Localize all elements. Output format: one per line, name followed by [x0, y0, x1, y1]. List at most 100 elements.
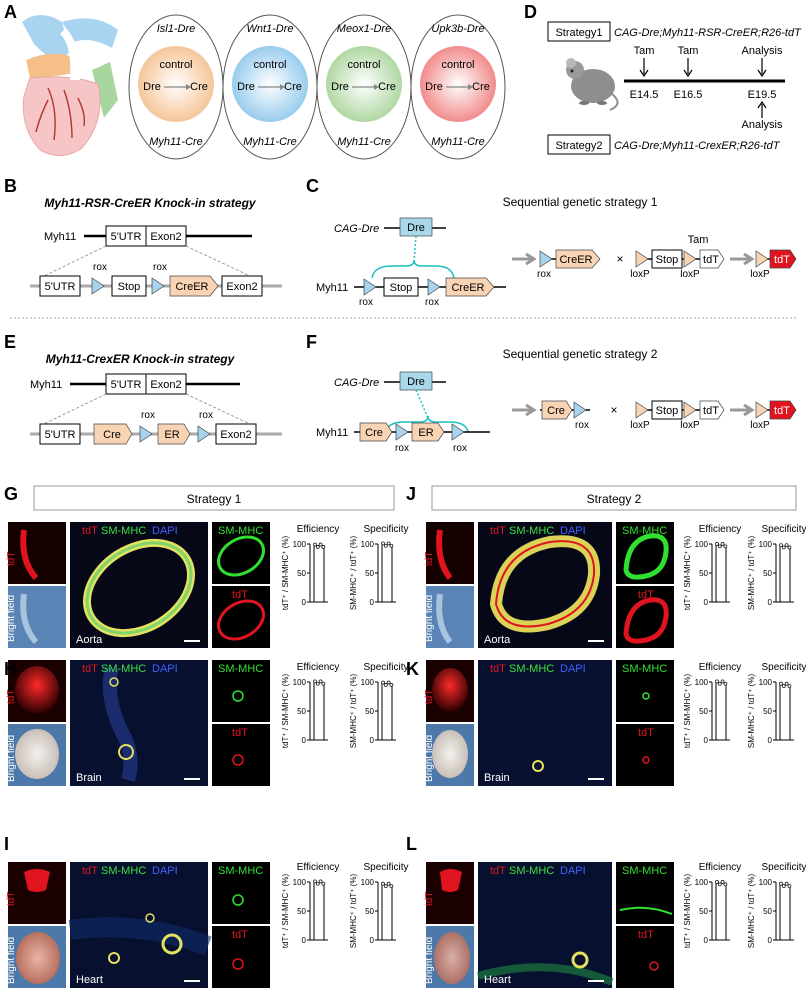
f-er-box: [411, 422, 445, 442]
e-cre-box: [93, 423, 133, 445]
dre-cre-circle-1: Isl1-Dre control Dre Cre Myh11-Cre: [128, 14, 224, 160]
circle-4-dre: Dre: [425, 81, 443, 93]
chart-y-tick-label: 0: [370, 736, 375, 745]
strategy2-genotype: CAG-Dre;Myh11-CrexER;R26-tdT: [614, 140, 781, 152]
circle-4-top-label: Upk3b-Dre: [431, 23, 484, 35]
c-myh11-label: Myh11: [316, 282, 348, 294]
chart-y-tick-label: 50: [699, 907, 708, 916]
c-tam-label: Tam: [688, 234, 709, 246]
chart-data-point: [723, 882, 728, 887]
chart-title: Specificity: [761, 862, 806, 873]
circle-4-bottom-label: Myh11-Cre: [431, 136, 485, 148]
b-title: Myh11-RSR-CreER Knock-in strategy: [44, 196, 256, 210]
chart-y-tick-label: 0: [370, 936, 375, 945]
strategy1-header-label: Strategy 1: [187, 492, 242, 506]
e-myh11-label: Myh11: [30, 379, 62, 391]
c-creer-label-2: CreER: [559, 254, 592, 266]
h-merge-dapi: DAPI: [152, 663, 178, 675]
e-exon2-label-2: Exon2: [220, 429, 251, 441]
g-tdt-label: tdT: [232, 589, 248, 601]
chart-data-point: [784, 681, 789, 686]
chart-data-point: [383, 884, 388, 888]
heart-illustration: [22, 15, 118, 156]
chart-y-tick-label: 50: [365, 707, 374, 716]
dre-cre-circle-4: Upk3b-Dre control Dre Cre Myh11-Cre: [410, 14, 506, 160]
h-brain-label: Brain: [76, 772, 102, 784]
f-er-label: ER: [418, 427, 433, 439]
f-tdt-box: [699, 400, 725, 420]
j-bf-thumb-label: Bright field: [424, 595, 435, 642]
f-cre-label-2: Cre: [547, 405, 565, 417]
chart-data-point: [321, 881, 326, 886]
g-bf-thumb-label: Bright field: [6, 595, 17, 642]
chart-data-point: [723, 681, 728, 686]
strategy1-header: [33, 485, 395, 511]
l-heart-label: Heart: [484, 974, 511, 986]
k-merge-dapi: DAPI: [560, 663, 586, 675]
h-smmhc-image: [212, 660, 270, 722]
chart-y-axis-label: tdT⁺ / SM-MHC⁺ (%): [683, 536, 692, 611]
panel-label-d: D: [524, 2, 537, 22]
panel-label-c: C: [306, 176, 319, 196]
chart-bar: [313, 882, 325, 941]
chart-data-point: [787, 684, 792, 688]
b-exon2-box: [145, 225, 187, 247]
c-arrow-1: [512, 252, 537, 266]
j-merge-smmhc: SM-MHC: [509, 525, 554, 537]
chart-data-point: [787, 884, 792, 888]
h-merge-smmhc: SM-MHC: [101, 663, 146, 675]
chart-y-tick-label: 0: [704, 936, 709, 945]
chart-y-axis-label: SM-MHC⁺ / tdT⁺ (%): [747, 674, 756, 749]
chart-data-point: [781, 684, 786, 688]
f-title: Sequential genetic strategy 2: [503, 347, 658, 361]
strategy2-label: Strategy2: [555, 140, 602, 152]
chart-bar: [313, 545, 325, 603]
h-tdt-thumb-label: tdT: [6, 690, 17, 704]
b-rox-1-label: rox: [93, 262, 107, 273]
panel-label-h: H: [4, 659, 17, 679]
c-rox-1-label: rox: [359, 297, 373, 308]
panel-label-l: L: [406, 834, 417, 854]
chart-y-tick-label: 0: [768, 598, 773, 607]
c-creer-box: [445, 277, 495, 297]
chart-title: Efficiency: [297, 862, 340, 873]
i-bf-thumb-label: Bright field: [6, 937, 17, 984]
b-stop-label: Stop: [118, 281, 141, 293]
chart-title: Specificity: [363, 662, 408, 673]
chart-y-tick-label: 50: [763, 707, 772, 716]
chart-data-point: [389, 884, 394, 888]
f-arrow-1: [512, 403, 537, 417]
i-tdt-image: [212, 926, 270, 988]
e-rox-1: [139, 425, 153, 443]
dre-cre-circle-3: Meox1-Dre control Dre Cre Myh11-Cre: [316, 14, 412, 160]
f-cre-box-2: [541, 400, 573, 420]
c-excision-brace: [371, 259, 455, 279]
dre-cre-circle-2: Wnt1-Dre control Dre Cre Myh11-Cre: [222, 14, 318, 160]
chart-bar: [381, 683, 393, 741]
k-merge-image: [478, 660, 612, 786]
chart-y-tick-label: 50: [763, 907, 772, 916]
b-creer-label: CreER: [175, 281, 208, 293]
chart-data-point: [313, 879, 317, 884]
chart-data-point: [781, 884, 786, 888]
panel-label-b: B: [4, 176, 17, 196]
b-myh11-label: Myh11: [44, 231, 76, 243]
c-rox-3: [539, 250, 553, 268]
chart-title: Efficiency: [699, 862, 742, 873]
k-brain-label: Brain: [484, 772, 510, 784]
h-merge-tdt: tdT: [82, 663, 98, 675]
circle-1-top-label: Isl1-Dre: [157, 23, 196, 35]
c-cagdre-label: CAG-Dre: [334, 223, 379, 235]
c-arrow-2: [730, 252, 755, 266]
circle-1-dre: Dre: [143, 81, 161, 93]
b-utr-label-2: 5'UTR: [45, 281, 76, 293]
k-bf-thumb-label: Bright field: [424, 735, 435, 782]
tam-1-arrow: [639, 58, 649, 78]
